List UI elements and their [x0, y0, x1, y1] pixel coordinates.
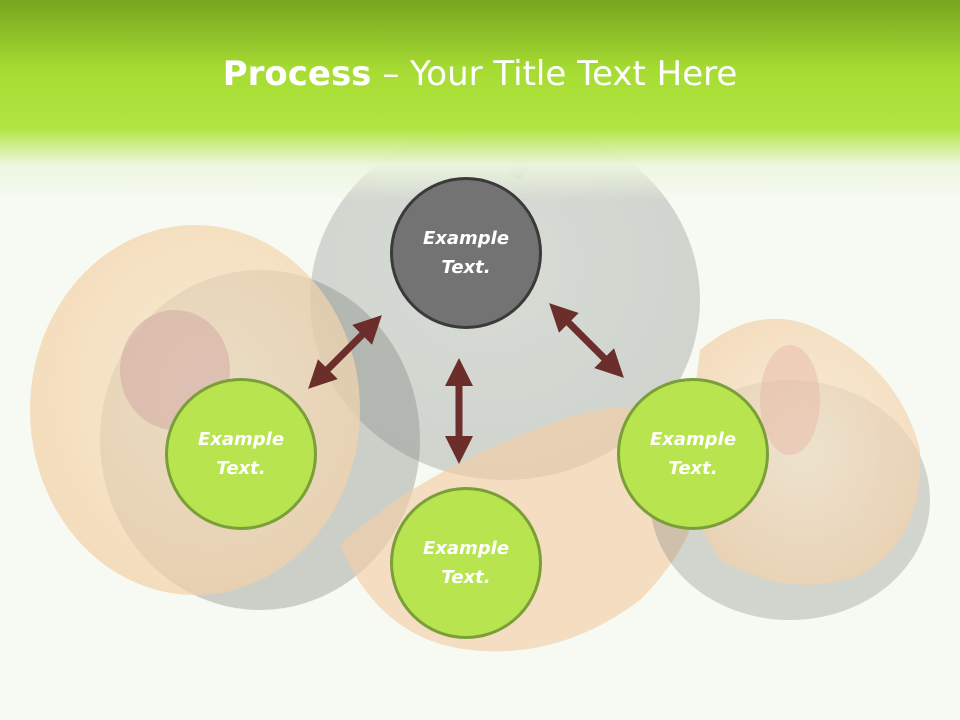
bottom-node-line1: Example — [422, 538, 510, 559]
left-node: Example Text. — [165, 378, 317, 530]
right-node-line2: Text. — [668, 458, 718, 479]
title-bold-part: Process — [222, 54, 372, 94]
right-node-line1: Example — [649, 429, 737, 450]
center-node-line1: Example — [422, 228, 510, 249]
right-node: Example Text. — [617, 378, 769, 530]
bottom-node: Example Text. — [390, 487, 542, 639]
header-band — [0, 0, 960, 200]
left-node-line2: Text. — [216, 458, 266, 479]
center-node-line2: Text. — [441, 257, 491, 278]
left-node-line1: Example — [197, 429, 285, 450]
center-node: Example Text. — [390, 177, 542, 329]
slide-title: Process – Your Title Text Here — [0, 50, 960, 98]
title-rest-part: – Your Title Text Here — [371, 54, 738, 94]
bottom-node-line2: Text. — [441, 567, 491, 588]
